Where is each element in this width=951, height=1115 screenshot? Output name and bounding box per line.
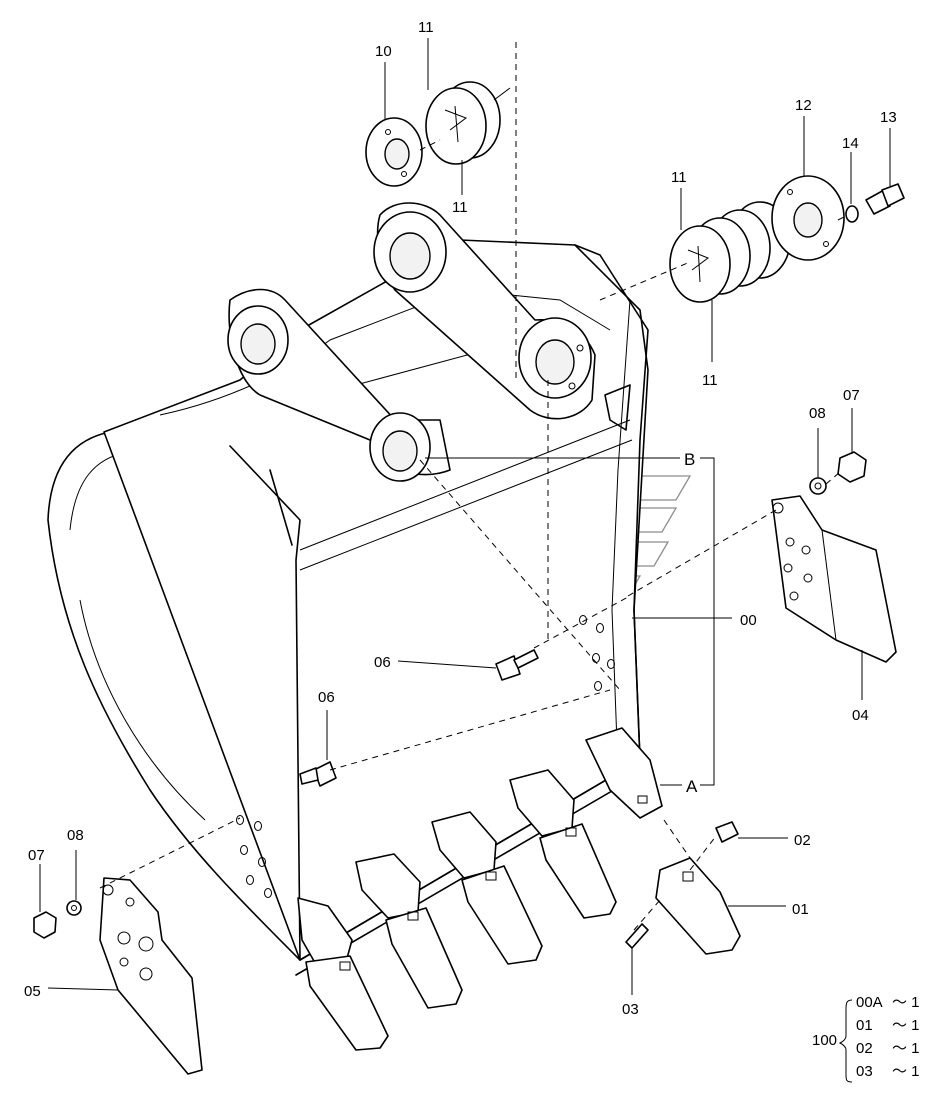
- side-cutter-left: [99, 877, 203, 1075]
- label-06-center: 06: [374, 654, 391, 671]
- kit-qty-1: ～ 1: [892, 1017, 920, 1034]
- bucket-tooth-5: [585, 727, 663, 819]
- boss-right: [518, 317, 592, 399]
- kit-table: 100 00A ～ 1 01 ～ 1 02 ～ 1 03 ～ 1: [812, 994, 920, 1083]
- label-01: 01: [792, 901, 809, 918]
- washer-left: [66, 900, 82, 916]
- kit-number: 100: [812, 1032, 837, 1049]
- label-04: 04: [852, 707, 869, 724]
- label-07-left: 07: [28, 847, 45, 864]
- kit-qty-2: ～ 1: [892, 1040, 920, 1057]
- shim-set-top: [425, 81, 501, 165]
- label-12: 12: [795, 97, 812, 114]
- label-13: 13: [880, 109, 897, 126]
- tooth-pin: [715, 821, 739, 843]
- label-02: 02: [794, 832, 811, 849]
- ref-label-b: B: [684, 450, 695, 469]
- label-08-left: 08: [67, 827, 84, 844]
- bolt-center: [495, 649, 539, 681]
- kit-part-2: 02: [856, 1040, 873, 1057]
- label-08-right: 08: [809, 405, 826, 422]
- label-11-top-lower: 11: [452, 199, 468, 216]
- left-side-holes: [236, 815, 272, 898]
- label-07-right: 07: [843, 387, 860, 404]
- label-06-left: 06: [318, 689, 335, 706]
- shim-plate-top: [365, 117, 423, 187]
- boss-top: [373, 211, 447, 293]
- boss-lower-left: [369, 412, 431, 482]
- kit-part-0: 00A: [856, 994, 883, 1011]
- label-14: 14: [842, 135, 859, 152]
- kit-brace: [838, 999, 853, 1083]
- end-plate-right: [771, 175, 845, 261]
- kit-qty-3: ～ 1: [892, 1063, 920, 1080]
- assembly-lines: [99, 42, 847, 931]
- ref-label-a: A: [686, 777, 698, 796]
- side-cutter-right: [771, 495, 897, 663]
- boss-left-upper: [227, 305, 289, 375]
- tooth-lock: [625, 923, 649, 949]
- label-11-right-lower: 11: [702, 372, 718, 389]
- bolt-left: [299, 761, 337, 787]
- label-11-right: 11: [671, 169, 687, 186]
- bucket-tooth-2: [355, 853, 463, 1009]
- nut-left: [33, 911, 57, 939]
- bucket-tooth-4: [509, 769, 617, 919]
- nut-right: [837, 451, 867, 483]
- kit-qty-0: ～ 1: [892, 994, 920, 1011]
- label-11-top: 11: [418, 19, 434, 36]
- bucket-tooth-3: [431, 811, 543, 965]
- label-10: 10: [375, 43, 392, 60]
- kit-part-1: 01: [856, 1017, 873, 1034]
- washer-right: [809, 477, 827, 495]
- label-05: 05: [24, 983, 41, 1000]
- bucket-tooth-1: [297, 897, 389, 1051]
- label-03: 03: [622, 1001, 639, 1018]
- leader-lines: [39, 38, 891, 995]
- washer-13: [845, 205, 859, 223]
- bolt-13: [865, 183, 905, 215]
- kit-part-3: 03: [856, 1063, 873, 1080]
- label-00: 00: [740, 612, 757, 629]
- exploded-tooth: [655, 857, 741, 955]
- shim-set-right: [669, 201, 791, 303]
